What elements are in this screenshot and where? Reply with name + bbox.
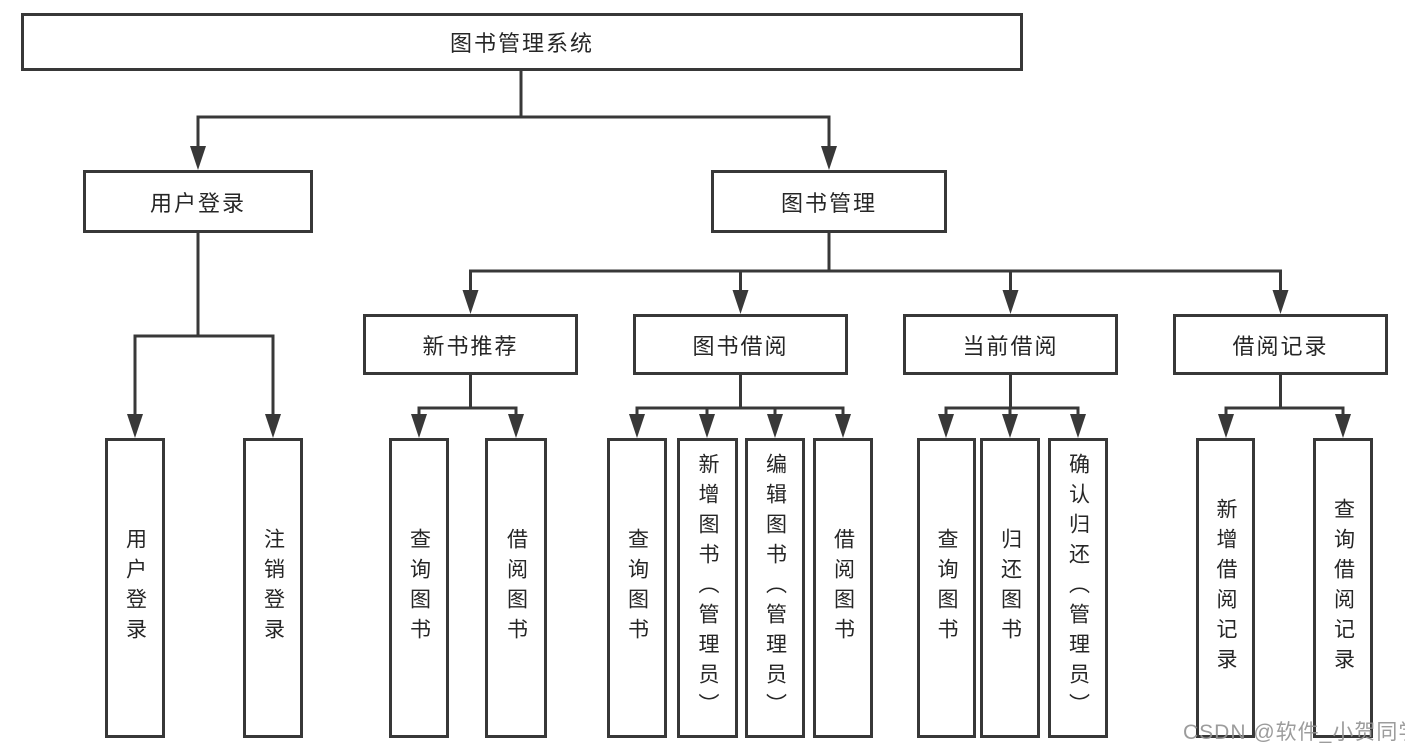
leaf-edit-books-admin: 编辑图书（管理员） xyxy=(745,438,805,738)
leaf-user-login: 用户登录 xyxy=(105,438,165,738)
node-book-management-branch: 图书管理 xyxy=(711,170,947,233)
leaf-label: 借阅图书 xyxy=(504,528,528,648)
leaf-label: 新增借阅记录 xyxy=(1214,498,1238,678)
leaf-label: 查询图书 xyxy=(935,528,959,648)
leaf-borrow-books-recommend: 借阅图书 xyxy=(485,438,547,738)
leaf-query-books-borrow: 查询图书 xyxy=(607,438,667,738)
leaf-add-borrow-record: 新增借阅记录 xyxy=(1196,438,1255,738)
leaf-query-books-recommend: 查询图书 xyxy=(389,438,449,738)
leaf-logout: 注销登录 xyxy=(243,438,303,738)
node-book-borrow: 图书借阅 xyxy=(633,314,848,375)
leaf-label: 查询图书 xyxy=(625,528,649,648)
leaf-label: 查询图书 xyxy=(407,528,431,648)
leaf-add-books-admin: 新增图书（管理员） xyxy=(677,438,738,738)
leaf-query-borrow-record: 查询借阅记录 xyxy=(1313,438,1373,738)
leaf-borrow-books: 借阅图书 xyxy=(813,438,873,738)
node-borrow-records: 借阅记录 xyxy=(1173,314,1388,375)
leaf-label: 借阅图书 xyxy=(831,528,855,648)
node-current-borrow: 当前借阅 xyxy=(903,314,1118,375)
node-root: 图书管理系统 xyxy=(21,13,1023,71)
leaf-confirm-return-admin: 确认归还（管理员） xyxy=(1048,438,1108,738)
leaf-label: 归还图书 xyxy=(998,528,1022,648)
watermark: CSDN @软件_小贺同学 xyxy=(1183,721,1405,744)
leaf-label: 查询借阅记录 xyxy=(1331,498,1355,678)
leaf-return-books: 归还图书 xyxy=(980,438,1040,738)
node-new-book-recommend: 新书推荐 xyxy=(363,314,578,375)
leaf-label: 编辑图书（管理员） xyxy=(763,453,787,723)
leaf-label: 新增图书（管理员） xyxy=(696,453,720,723)
leaf-label: 注销登录 xyxy=(261,528,285,648)
leaf-label: 确认归还（管理员） xyxy=(1066,453,1090,723)
leaf-query-books-current: 查询图书 xyxy=(917,438,976,738)
node-user-login-branch: 用户登录 xyxy=(83,170,313,233)
leaf-label: 用户登录 xyxy=(123,528,147,648)
